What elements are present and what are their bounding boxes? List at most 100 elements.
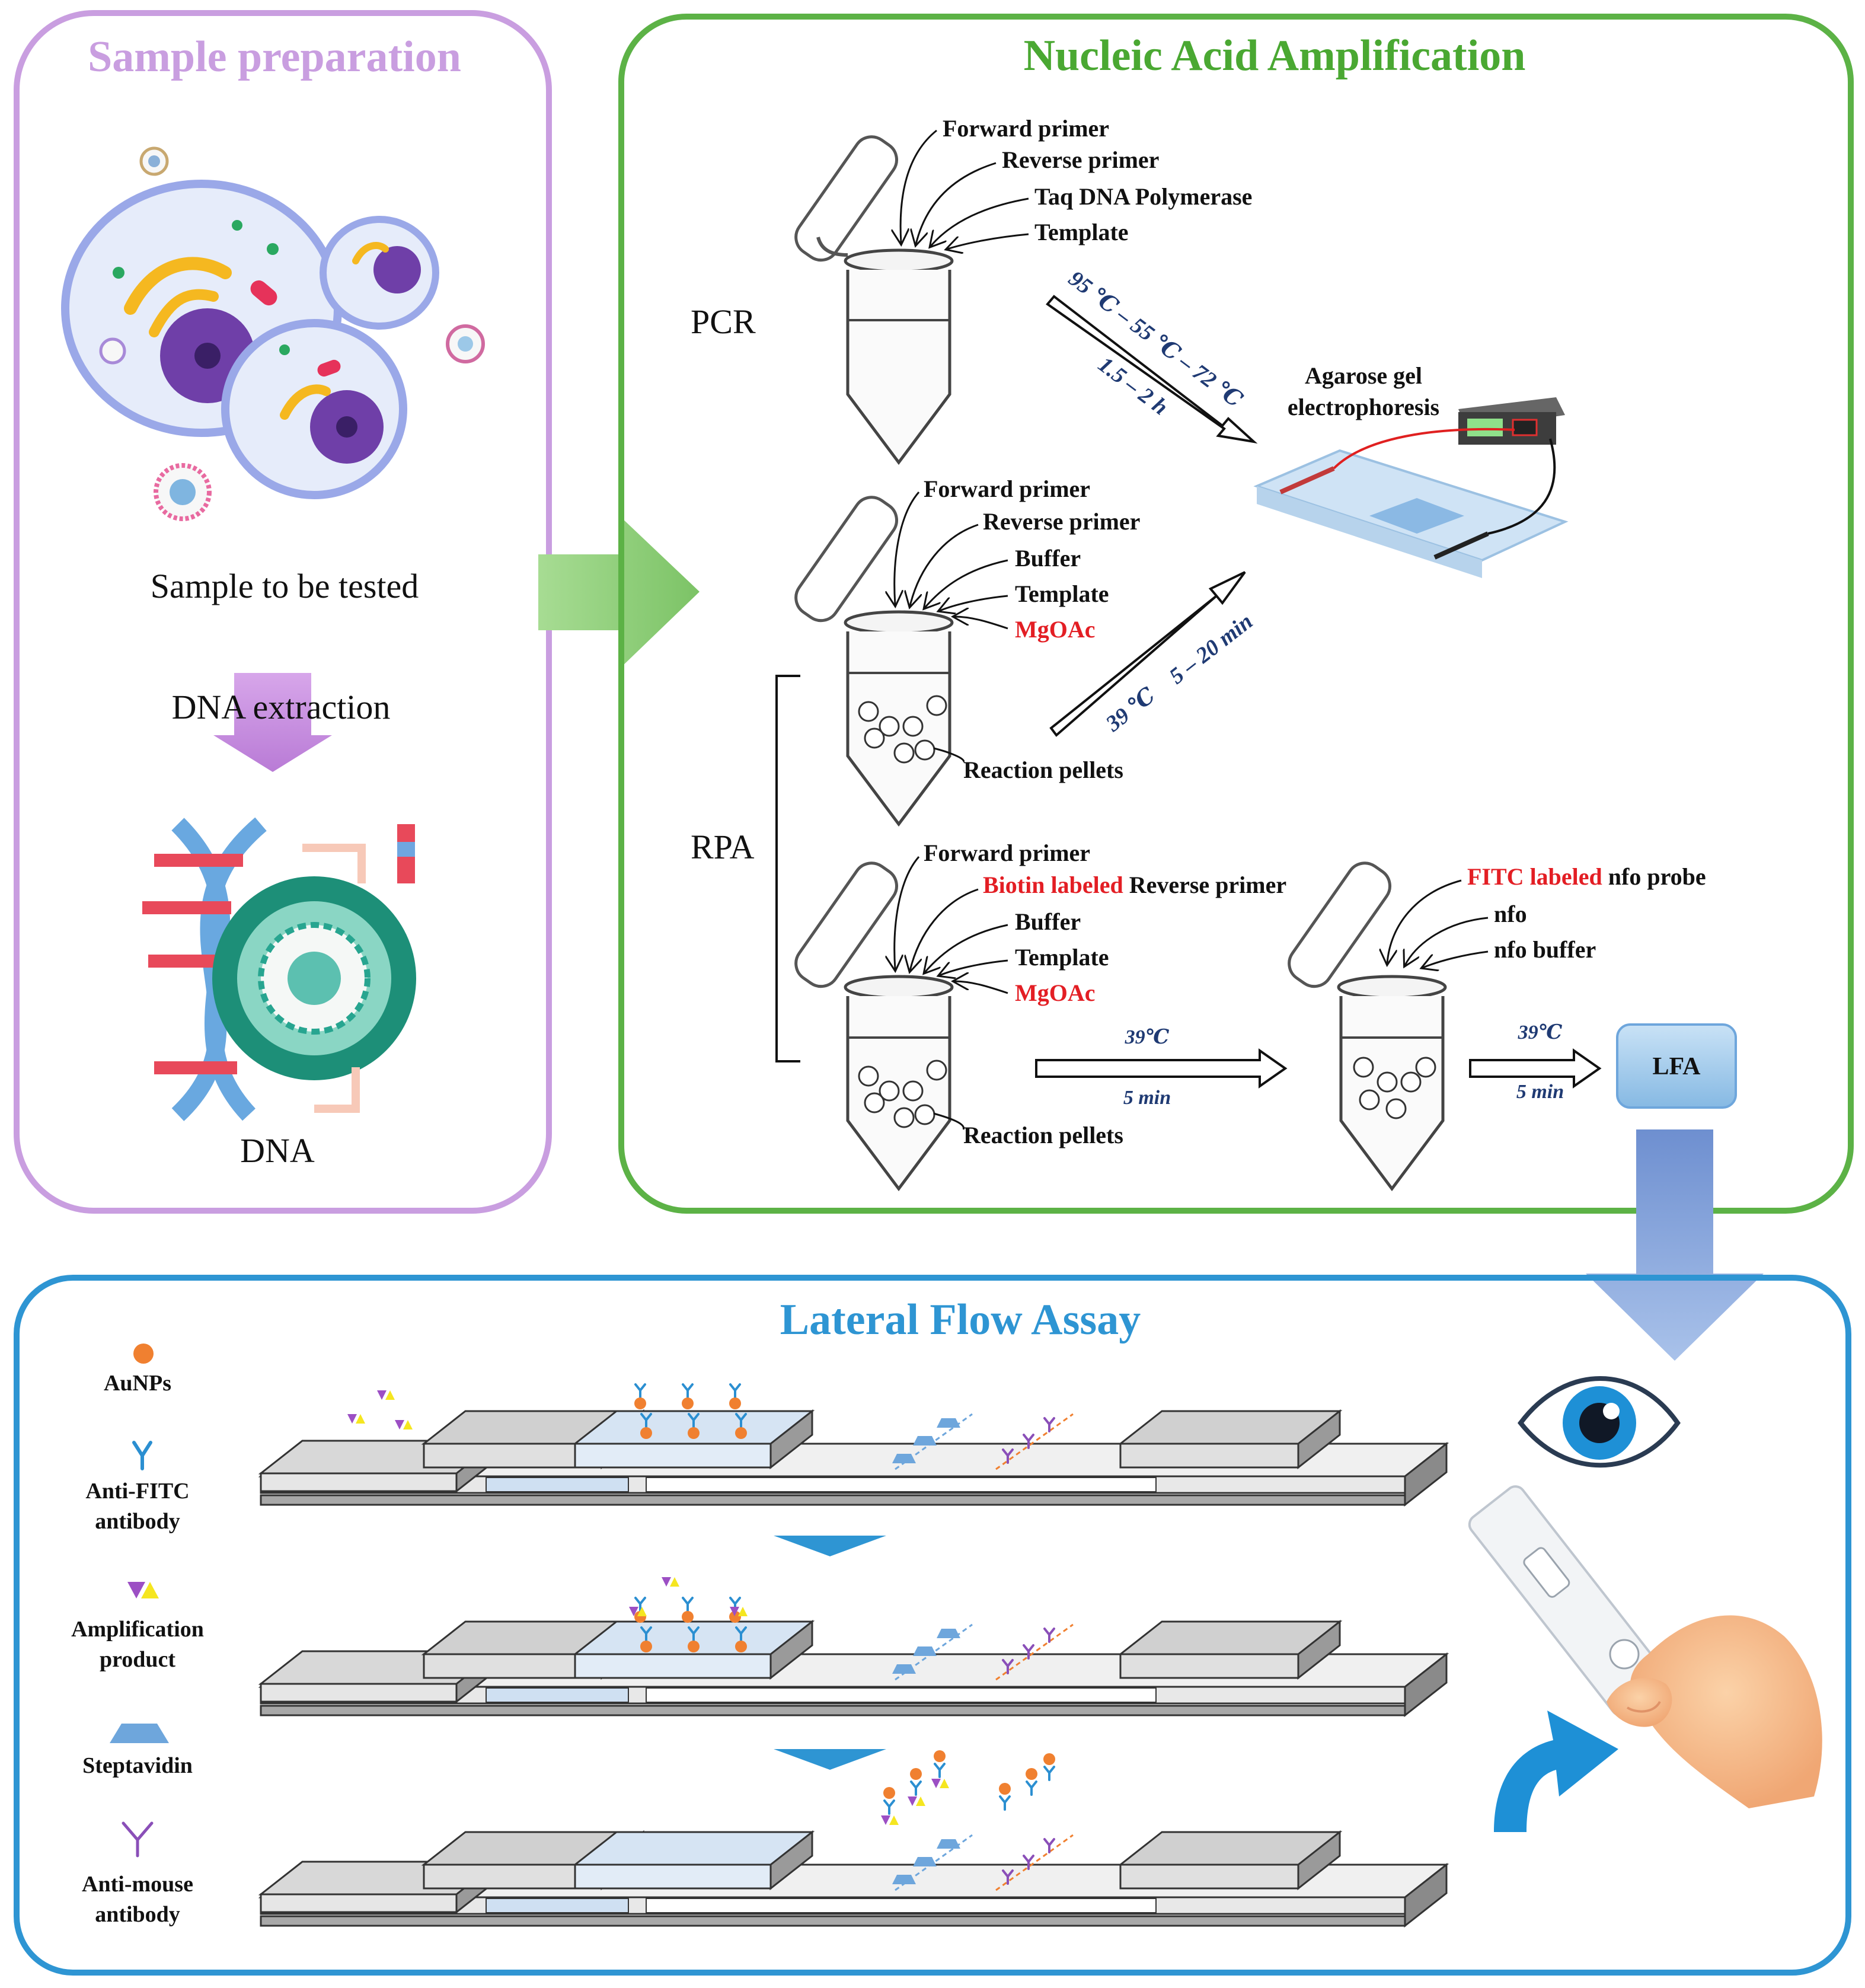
test-line-strep-1	[892, 1875, 916, 1884]
lfa-strip-3	[258, 1750, 1449, 1928]
nucleic-acid-title: Nucleic Acid Amplification	[1024, 31, 1526, 80]
sample-pad-base-front	[260, 1472, 458, 1492]
legend-antimouse-2: antibody	[95, 1902, 180, 1927]
rpa1-reagent-buffer: Buffer	[1015, 545, 1081, 572]
rpa2-reagent-buffer: Buffer	[1015, 908, 1081, 935]
pcr-tube	[794, 135, 954, 465]
legend-antifitc-2: antibody	[95, 1509, 180, 1534]
conjugate-antibody-1	[634, 1597, 646, 1612]
absorbent-pad-front	[1119, 1653, 1299, 1679]
rpa1-condition-arrow	[1049, 571, 1246, 737]
legend-antimouse-1: Anti-mouse	[82, 1872, 193, 1897]
sample-to-be-tested-label: Sample to be tested	[151, 567, 419, 605]
control-antimouse-1	[1002, 1448, 1014, 1464]
control-antimouse-1	[1002, 1869, 1014, 1885]
conjugate-aunp-2	[682, 1611, 694, 1623]
test-line	[895, 1623, 973, 1681]
rpa-bracket	[775, 675, 800, 1062]
captured-product-3-b	[940, 1779, 949, 1788]
streptavidin-symbol	[110, 1724, 169, 1743]
test-line-strep-3	[937, 1839, 960, 1849]
gel-label-2: electrophoresis	[1288, 394, 1439, 420]
membrane-underlay	[646, 1687, 1157, 1703]
rpa2-pellets-label: Reaction pellets	[963, 1122, 1123, 1148]
control-captured-aunp-3	[1043, 1753, 1055, 1765]
amplification-product-symbol	[127, 1582, 159, 1598]
pcr-reagent-arrows	[900, 129, 1029, 249]
lfa-box-label: LFA	[1653, 1053, 1701, 1080]
anti-fitc-symbol	[132, 1441, 152, 1470]
legend-antifitc-1: Anti-FITC	[85, 1479, 189, 1504]
lfa-down-arrow	[1586, 1129, 1764, 1361]
legend-product-1: Amplification	[71, 1617, 204, 1642]
rpa2-reagent-arrows	[895, 856, 1008, 1130]
rpa1-reagent-arrows	[895, 492, 1008, 763]
conjugate-pad-side	[769, 1409, 813, 1470]
anti-mouse-symbol	[122, 1821, 154, 1858]
sample-pad-base-front	[260, 1893, 458, 1913]
sample-product-2-b	[356, 1414, 365, 1424]
hand-holding-strip-illustration	[1468, 1485, 1822, 1808]
biotin-labeled-text: Biotin labeled	[983, 872, 1123, 898]
captured-aunp-2	[910, 1768, 922, 1780]
conjugate-pad-front	[574, 1443, 772, 1469]
pcr-label: PCR	[691, 302, 756, 341]
conjugate-aunp-4	[640, 1641, 652, 1652]
lfa-box: LFA	[1616, 1023, 1737, 1109]
strip-step-arrow-2	[774, 1749, 886, 1770]
control-antimouse-3	[1043, 1628, 1055, 1643]
sample-product-1-a	[377, 1390, 387, 1400]
sample-product-2-a	[347, 1414, 357, 1424]
curved-arrow	[1494, 1711, 1618, 1832]
conjugate-aunp-6	[735, 1427, 747, 1439]
rpa2-condition-temp: 39℃	[1125, 1026, 1170, 1048]
conjugate-antibody-5	[688, 1413, 700, 1428]
control-captured-antibody-1	[999, 1795, 1011, 1811]
conjugate-aunp-5	[688, 1641, 700, 1652]
bound-product-1-a	[662, 1577, 671, 1587]
rpa1-pellets-label: Reaction pellets	[963, 757, 1123, 783]
conjugate-antibody-3	[729, 1383, 741, 1399]
conjugate-aunp-3	[729, 1397, 741, 1409]
conjugate-underlay	[486, 1477, 629, 1492]
rpa1-reagent-mgoac: MgOAc	[1015, 616, 1096, 643]
backing-base	[260, 1915, 1406, 1927]
control-line	[995, 1413, 1074, 1470]
conjugate-underlay	[486, 1898, 629, 1913]
pcr-reagent-template: Template	[1034, 219, 1129, 245]
gel-electrophoresis-device	[1253, 397, 1569, 578]
extraction-down-arrow	[213, 673, 332, 772]
rpa2-reagent-reverse-line: Biotin labeled Reverse primer	[983, 872, 1286, 898]
strip-step-arrow-1	[774, 1536, 886, 1556]
legend: AuNPs Anti-FITC antibody Amplification p…	[71, 1344, 204, 1927]
gel-label-1: Agarose gel	[1305, 362, 1422, 389]
test-line-strep-3	[937, 1418, 960, 1428]
captured-antibody-1	[883, 1799, 895, 1815]
absorbent-pad-side	[1297, 1830, 1341, 1891]
backing-side	[1404, 1652, 1448, 1718]
conjugate-antibody-5	[688, 1626, 700, 1642]
nfo-condition-temp: 39℃	[1518, 1022, 1563, 1044]
conjugate-antibody-6	[735, 1413, 747, 1428]
conjugate-aunp-4	[640, 1427, 652, 1439]
conjugate-aunp-3	[729, 1611, 741, 1623]
captured-product-2-b	[916, 1796, 925, 1806]
nfo-condition-arrow	[1469, 1048, 1602, 1089]
absorbent-pad-front	[1119, 1863, 1299, 1890]
bound-product-1-b	[670, 1577, 679, 1587]
pcr-reagent-reverse: Reverse primer	[1002, 146, 1159, 173]
test-line-strep-1	[892, 1454, 916, 1463]
control-captured-antibody-2	[1026, 1780, 1037, 1796]
bound-product-3-b	[738, 1607, 748, 1616]
rpa-tube-1	[794, 496, 954, 827]
conjugate-underlay	[486, 1687, 629, 1703]
control-captured-antibody-3	[1043, 1766, 1055, 1781]
captured-antibody-2	[910, 1780, 922, 1796]
legend-streptavidin: Steptavidin	[82, 1753, 193, 1778]
rpa2-reagent-forward: Forward primer	[924, 840, 1090, 866]
backing-base	[260, 1494, 1406, 1506]
captured-product-3-a	[931, 1779, 941, 1788]
backing-base	[260, 1705, 1406, 1716]
rpa-tube-2	[794, 861, 954, 1192]
